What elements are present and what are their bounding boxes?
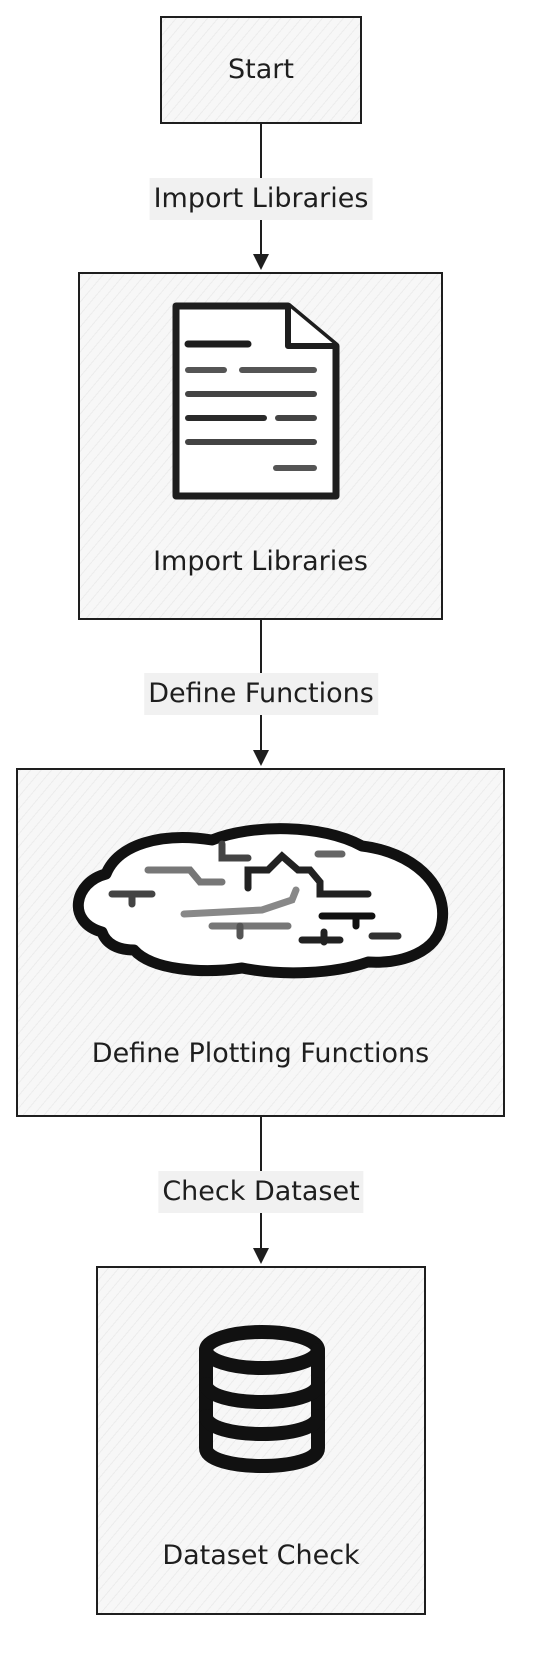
node-dataset-check[interactable]: Dataset Check bbox=[96, 1266, 426, 1615]
node-define-plotting-functions-label: Define Plotting Functions bbox=[91, 1038, 430, 1069]
edge-label-3: Check Dataset bbox=[158, 1171, 364, 1213]
node-start-label: Start bbox=[228, 54, 294, 85]
edge-label-1: Import Libraries bbox=[149, 178, 373, 220]
arrowhead-1 bbox=[253, 254, 269, 270]
document-icon bbox=[172, 302, 340, 500]
node-import-libraries-label: Import Libraries bbox=[153, 546, 368, 577]
edge-label-2: Define Functions bbox=[144, 673, 378, 715]
arrowhead-3 bbox=[253, 1248, 269, 1264]
arrowhead-2 bbox=[253, 750, 269, 766]
brain-icon bbox=[72, 823, 449, 979]
node-start[interactable]: Start bbox=[160, 16, 362, 124]
database-icon bbox=[199, 1325, 325, 1473]
node-dataset-check-label: Dataset Check bbox=[162, 1540, 360, 1571]
node-import-libraries[interactable]: Import Libraries bbox=[78, 272, 443, 620]
node-define-plotting-functions[interactable]: Define Plotting Functions bbox=[16, 768, 505, 1117]
